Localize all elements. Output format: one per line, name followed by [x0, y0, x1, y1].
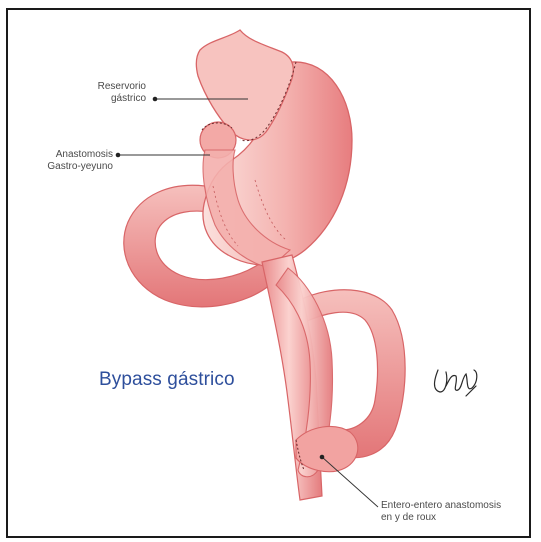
label-entero-line1: Entero-entero anastomosis — [381, 500, 521, 512]
label-reservorio-line1: Reservorio — [92, 81, 146, 93]
entero-anastomosis — [296, 426, 358, 471]
leader-dot-entero — [320, 455, 325, 460]
label-entero-line2: en y de roux — [381, 512, 521, 524]
label-anastomosis-line2: Gastro-yeyuno — [39, 161, 113, 173]
label-anastomosis: Anastomosis Gastro-yeyuno — [39, 149, 113, 173]
label-reservorio: Reservorio gástrico — [92, 81, 146, 105]
label-anastomosis-line1: Anastomosis — [39, 149, 113, 161]
leader-dot-reservorio — [153, 97, 158, 102]
figure-title: Bypass gástrico — [99, 369, 235, 391]
label-entero: Entero-entero anastomosis en y de roux — [381, 500, 521, 524]
leader-dot-anastomosis — [116, 153, 121, 158]
label-reservorio-line2: gástrico — [92, 93, 146, 105]
signature-icon — [435, 370, 477, 396]
